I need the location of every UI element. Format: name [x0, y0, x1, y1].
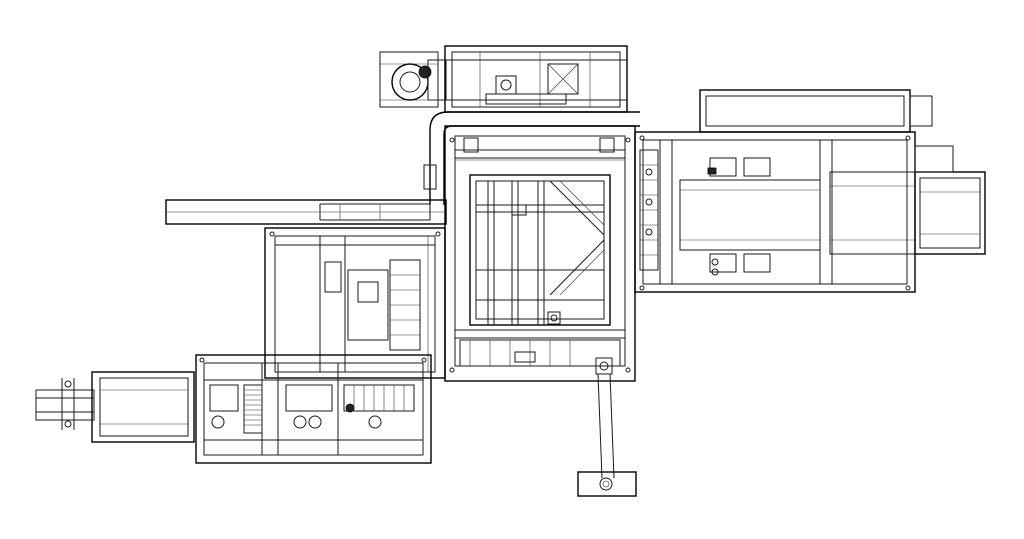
central-frame-upper	[444, 45, 628, 113]
central-machine-body	[444, 125, 636, 382]
left-lower-base	[195, 354, 432, 464]
misc-fasteners	[199, 135, 911, 373]
far-right-conveyor	[829, 145, 986, 255]
gear-stack-left	[243, 384, 263, 434]
lower-pivot-arm	[577, 357, 637, 497]
top-motor-assembly	[379, 51, 447, 108]
left-horizontal-arm	[165, 199, 447, 225]
right-outfeed-frame	[634, 89, 933, 293]
left-sub-frame	[264, 227, 446, 379]
left-infeed-conveyor	[35, 371, 195, 443]
